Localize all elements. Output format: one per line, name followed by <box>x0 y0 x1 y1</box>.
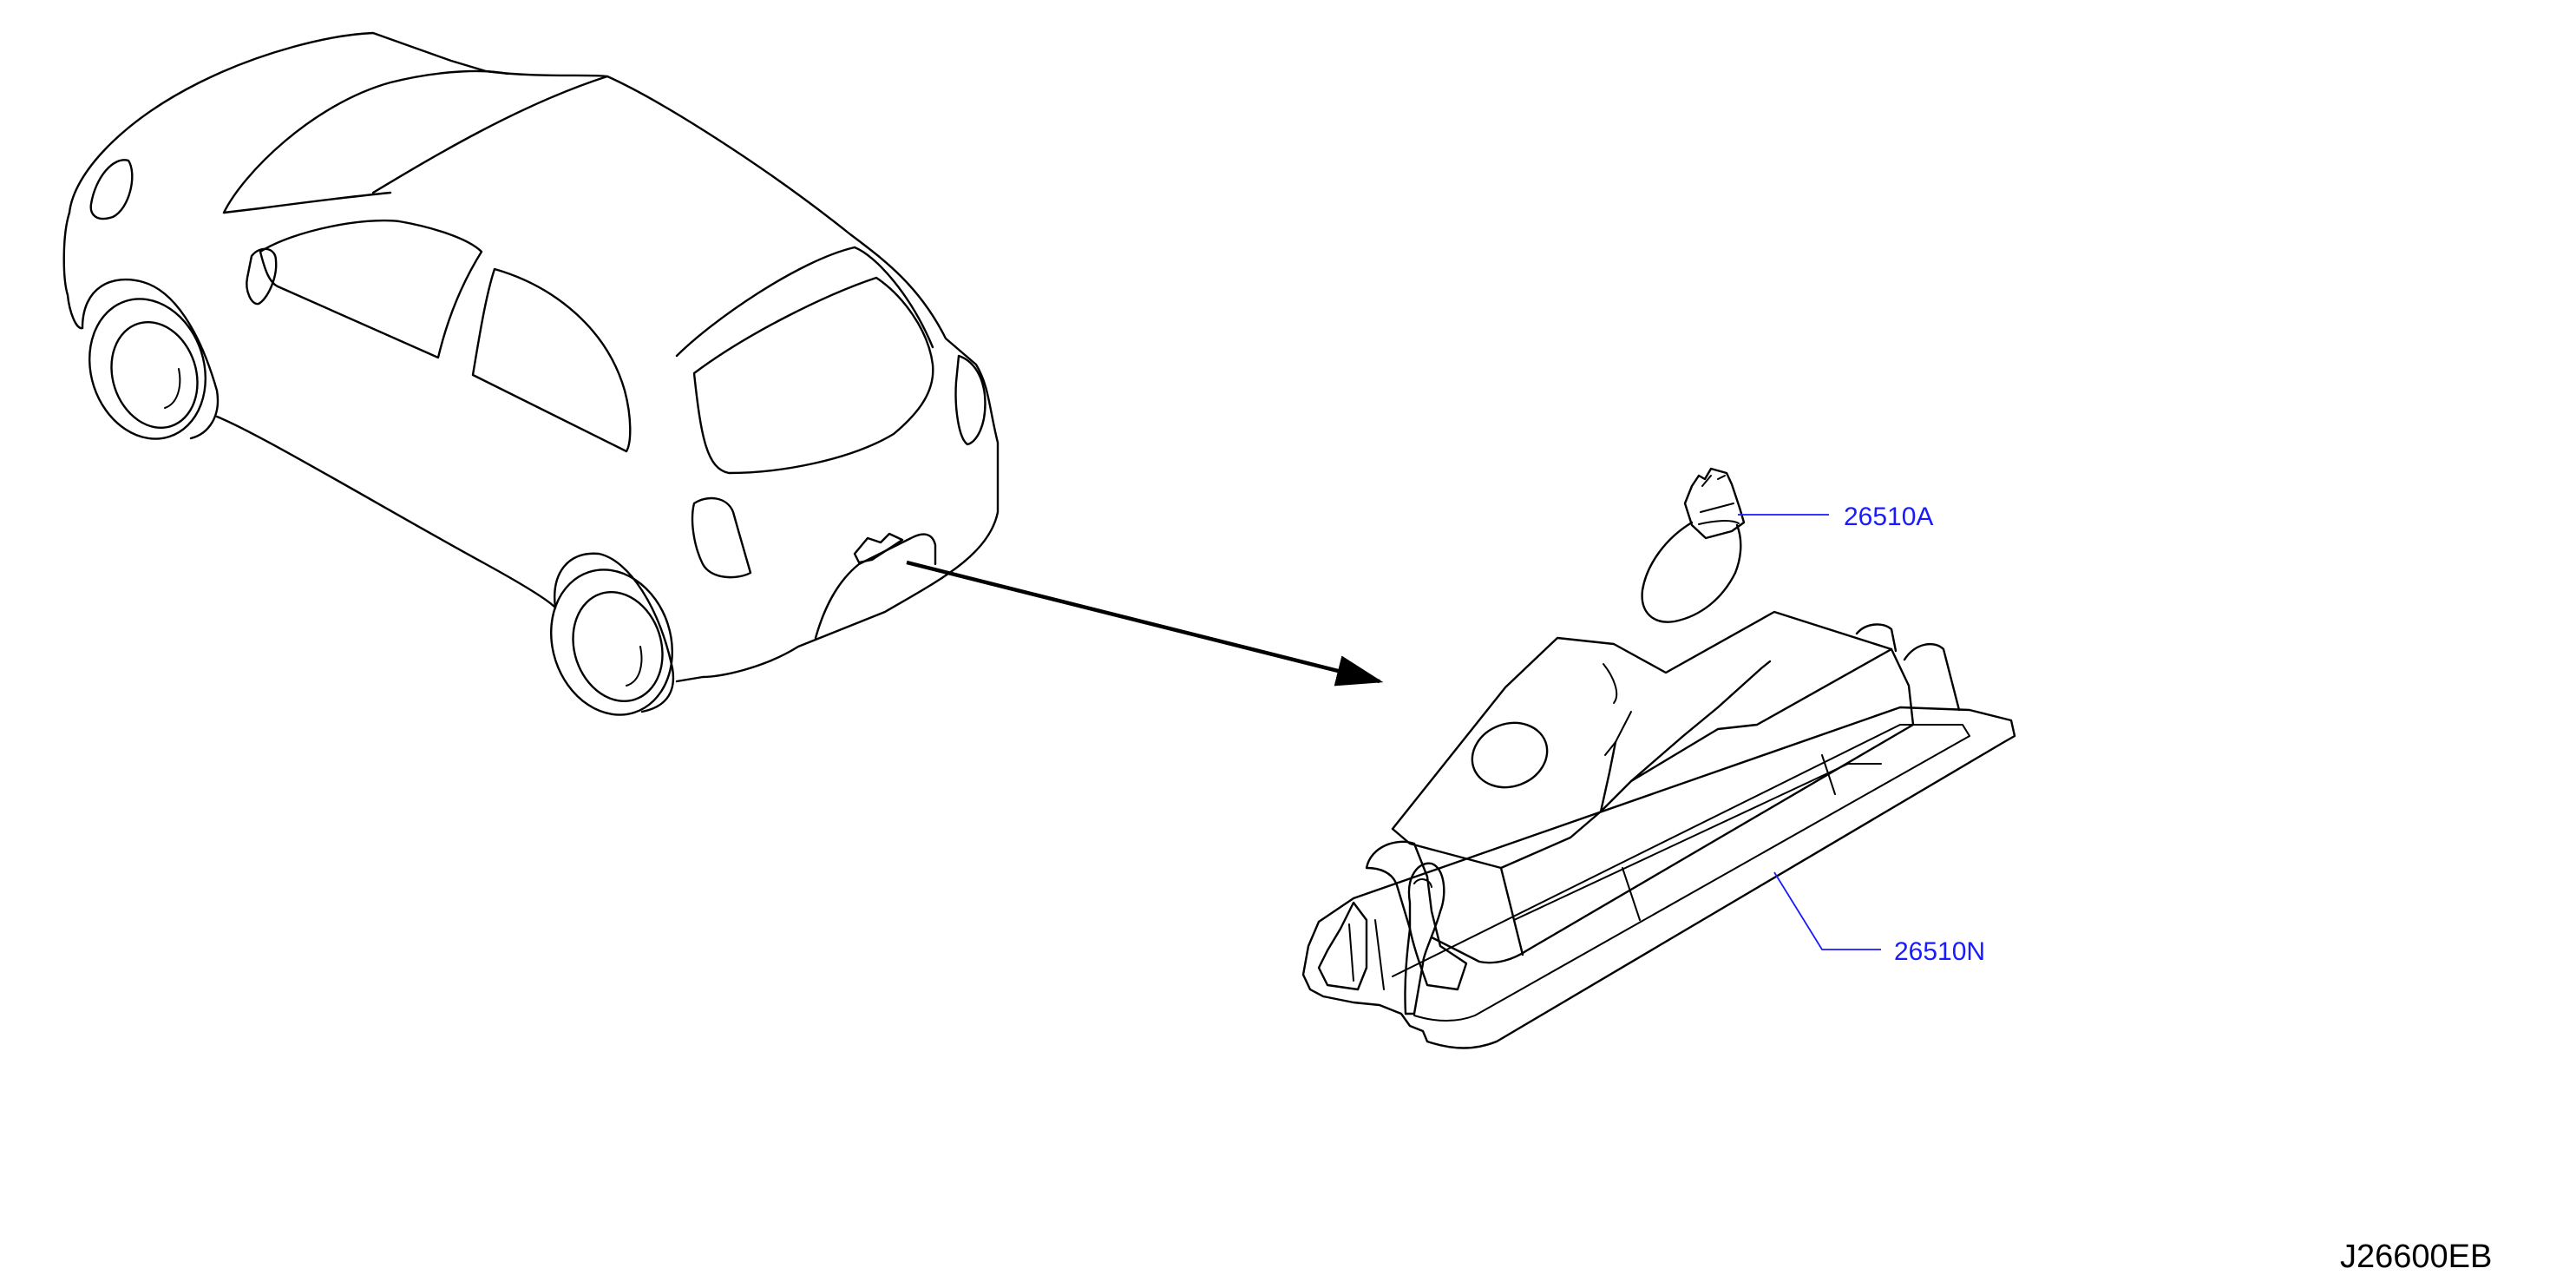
part-label-26510n: 26510N <box>1894 937 1985 966</box>
bulb-illustration <box>1641 467 1746 623</box>
location-arrow <box>906 560 1384 687</box>
leader-line-26510n <box>1773 871 1881 950</box>
part-label-26510a: 26510A <box>1844 503 1933 531</box>
drawing-code: J26600EB <box>2340 1239 2492 1275</box>
vehicle-illustration <box>62 31 1000 716</box>
license-lamp-housing-illustration <box>1301 610 2016 1049</box>
